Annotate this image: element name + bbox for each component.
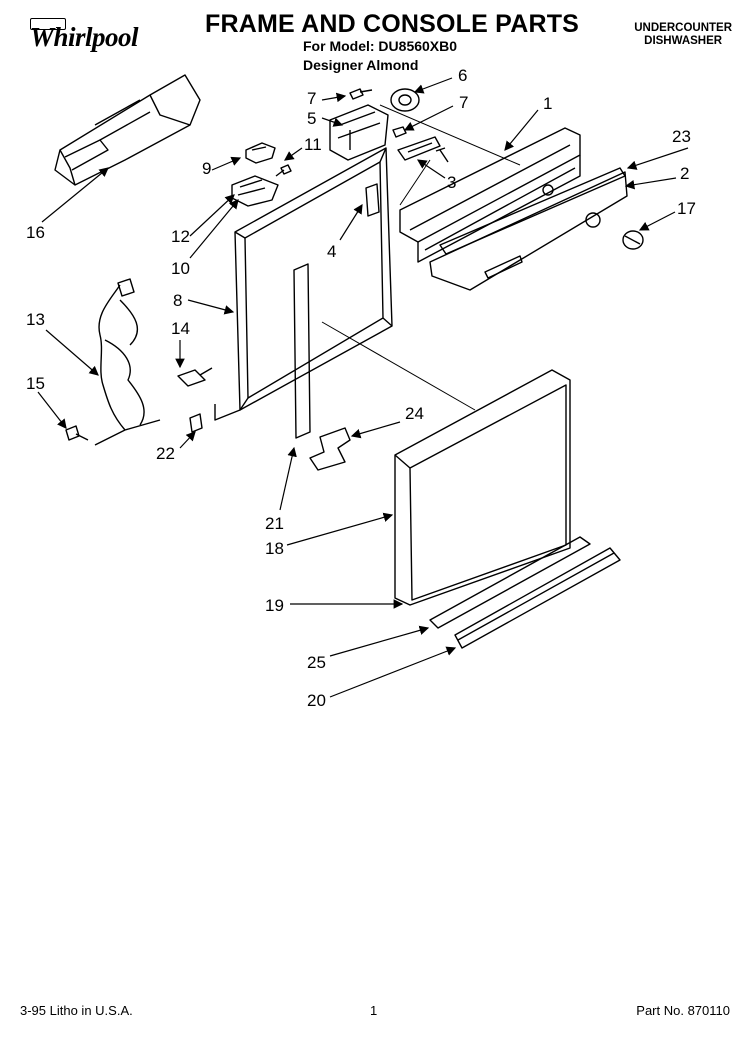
callout-21: 21 — [265, 514, 284, 533]
callout-2: 2 — [680, 164, 690, 183]
callout-25: 25 — [307, 653, 326, 672]
callout-7-left: 7 — [307, 89, 317, 108]
callout-6: 6 — [458, 66, 468, 85]
callout-14: 14 — [171, 319, 190, 338]
part-15-screw — [65, 425, 89, 441]
callout-4: 4 — [327, 242, 337, 261]
part-8-door-frame — [214, 147, 393, 421]
callout-8: 8 — [173, 291, 183, 310]
page-title: FRAME AND CONSOLE PARTS — [205, 10, 580, 38]
brand-logo: Whirlpool — [30, 22, 139, 52]
callout-19: 19 — [265, 596, 284, 615]
callout-12: 12 — [171, 227, 190, 246]
part-22-clip — [189, 413, 203, 433]
part-5-switch-assembly — [329, 104, 389, 161]
part-10-latch-bracket — [231, 175, 279, 207]
part-3-screw — [435, 147, 449, 163]
callout-11: 11 — [304, 135, 322, 154]
footer-litho: 3-95 Litho in U.S.A. — [20, 1003, 133, 1018]
part-14-plug — [177, 367, 213, 387]
callout-16: 16 — [26, 223, 45, 242]
part-17-knob — [622, 230, 644, 250]
model-color: Designer Almond — [303, 57, 419, 73]
part-13-connector — [117, 278, 135, 297]
footer-page-number: 1 — [370, 1003, 378, 1018]
part-11-screw — [275, 164, 292, 177]
callout-10: 10 — [171, 259, 190, 278]
callout-20: 20 — [307, 691, 326, 710]
part-7-screw-b — [392, 126, 407, 138]
part-1-console — [399, 127, 581, 263]
callout-9: 9 — [202, 159, 212, 178]
callout-24: 24 — [405, 404, 424, 423]
part-2-control-panel — [429, 171, 628, 291]
product-type-line1: UNDERCOUNTER — [634, 22, 732, 34]
guide-lines — [321, 104, 521, 411]
part-25-trim — [429, 536, 591, 629]
model-number: For Model: DU8560XB0 — [303, 38, 458, 54]
callout-23: 23 — [672, 127, 691, 146]
callout-1: 1 — [543, 94, 553, 113]
part-16-cover — [54, 74, 201, 186]
part-21-strip — [293, 263, 311, 439]
part-9-clip — [245, 142, 276, 164]
part-7-screw-a — [349, 88, 373, 100]
leader-lines — [37, 77, 689, 698]
part-20-trim — [454, 547, 621, 649]
callout-3: 3 — [447, 173, 457, 192]
callout-15: 15 — [26, 374, 45, 393]
callout-7-right: 7 — [459, 93, 469, 112]
part-4-hinge — [365, 183, 380, 217]
callout-17: 17 — [677, 199, 696, 218]
callout-22: 22 — [156, 444, 175, 463]
callout-18: 18 — [265, 539, 284, 558]
footer-part-number: Part No. 870110 — [636, 1003, 730, 1018]
product-type: UNDERCOUNTER DISHWASHER — [634, 22, 732, 48]
callout-13: 13 — [26, 310, 45, 329]
part-6-knob — [390, 88, 420, 112]
part-13-wire-harness — [94, 284, 161, 446]
callout-5: 5 — [307, 109, 317, 128]
part-3-bracket — [397, 136, 441, 161]
product-type-line2: DISHWASHER — [644, 35, 723, 47]
brand-logo-emblem — [30, 18, 66, 30]
part-24-clip — [309, 427, 351, 471]
